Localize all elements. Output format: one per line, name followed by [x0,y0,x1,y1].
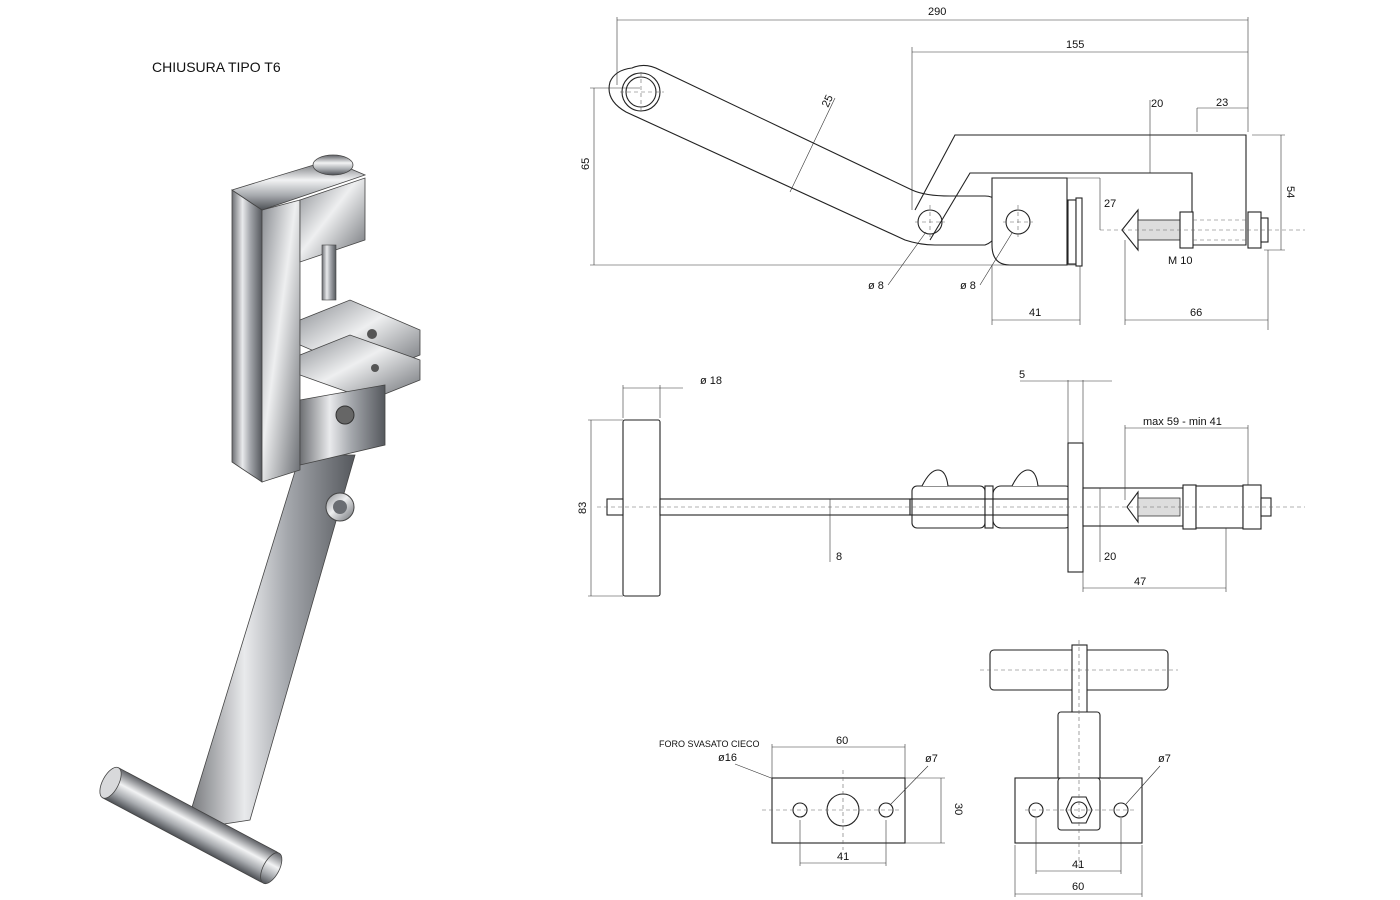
body-size: 20 [1104,551,1116,563]
pin-head [1011,469,1039,487]
dim-axis-height: 27 [1104,198,1116,210]
bracket-inner [929,172,1193,245]
hole-spacing: 41 [1072,859,1084,871]
dim-height: 65 [580,158,592,170]
t-handle [99,766,283,885]
clamp-plate-bottom [299,334,421,401]
plate-hole [371,364,379,372]
dim-line-25 [789,97,836,193]
drawing-title: CHIUSURA TIPO T6 [152,59,281,75]
dim-total-length: 290 [928,6,946,18]
frame-side [261,199,301,483]
plate-view: FORO SVASATO CIECO ø16 60 ø7 30 41 [659,735,964,866]
hole-diameter-left: ø 8 [868,280,884,292]
top-view: ø 18 83 5 max 59 - min 41 8 20 [577,369,1305,597]
pin-head [921,469,949,487]
side-hole-diameter: ø7 [925,753,938,765]
arm-pivot-hole [333,500,347,514]
hole-spacing: 41 [837,851,849,863]
plate-width: 60 [836,735,848,747]
side-hole [878,802,894,818]
dim-bracket-height: 54 [1284,186,1296,198]
center-hole-diameter: ø16 [718,752,737,764]
frame-head [299,177,366,263]
adjust-range: max 59 - min 41 [1143,416,1222,428]
dim-block: 41 [1029,307,1041,319]
front-view: ø7 41 60 [980,640,1178,897]
handle-diameter: ø 18 [700,375,722,387]
pivot-hole [335,405,355,425]
bracket-outer [914,134,1247,246]
side-view: 290 155 65 25 20 [580,6,1305,330]
stop-plate [1067,442,1084,573]
side-hole-diameter: ø7 [1158,753,1171,765]
thread-size: M 10 [1168,255,1192,267]
hole-diameter-right: ø 8 [960,280,976,292]
pivot-block [299,384,386,466]
handle-length: 83 [577,502,589,514]
frame-bar [231,189,263,483]
threaded-screw [321,244,337,301]
plate-width: 60 [1072,881,1084,893]
mounting-plate [771,777,906,844]
t-handle [622,419,661,597]
screw-head [312,154,354,176]
countersunk-note: FORO SVASATO CIECO [659,739,760,749]
rod [1071,644,1088,714]
isometric-illustration [99,154,421,885]
plate-hole [367,329,377,339]
dim-arm-width: 25 [820,93,836,109]
plate-height: 30 [952,803,964,815]
rod-diameter: 8 [836,551,842,563]
dim-bracket-length: 155 [1066,39,1084,51]
plate-thickness: 5 [1019,369,1025,381]
dim-end-offset: 23 [1216,97,1228,109]
dim-bolt: 66 [1190,307,1202,319]
side-hole [1113,802,1129,818]
dim-bracket-thickness: 20 [1151,98,1163,110]
body-length: 47 [1134,576,1146,588]
stop-plate [1067,199,1077,265]
